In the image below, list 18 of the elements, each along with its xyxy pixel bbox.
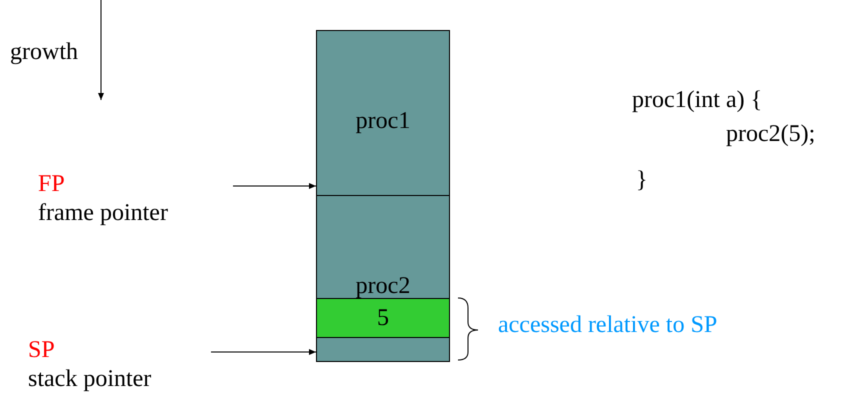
code-line: } [636,168,648,192]
node-text: FP [38,170,66,198]
node-text: frame pointer [38,199,169,228]
node-text: proc2 [356,274,410,298]
stack-slot [316,338,450,362]
stack-frame [316,30,450,196]
node-text: stack pointer [28,365,152,394]
arrow [210,349,316,355]
node-text: 5 [377,304,389,333]
node-text: SP [28,336,56,364]
annotation-text: accessed relative to SP [498,313,718,337]
stack-slot [316,298,450,338]
node-text: proc1 [356,107,410,136]
stack-frame [316,196,450,298]
code-line: proc1(int a) { [632,88,762,112]
arrow [232,183,316,189]
direction-label: growth [10,40,78,64]
code-line: proc2(5); [726,122,816,146]
